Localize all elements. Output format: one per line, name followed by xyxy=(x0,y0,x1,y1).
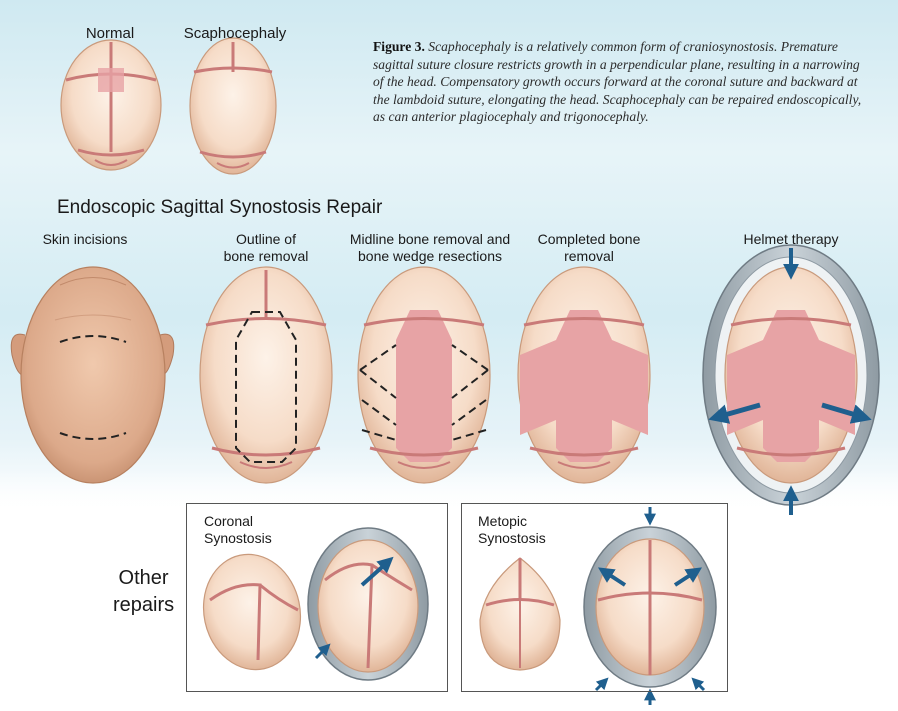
skull-midline-removal xyxy=(358,267,490,483)
skull-skin-incisions xyxy=(11,267,174,483)
step-label-skin-incisions: Skin incisions xyxy=(10,231,160,248)
label-coronal: Coronal Synostosis xyxy=(204,513,294,547)
label-normal: Normal xyxy=(60,25,160,42)
section-title: Endoscopic Sagittal Synostosis Repair xyxy=(57,197,382,219)
caption-text: Scaphocephaly is a relatively common for… xyxy=(373,39,861,124)
skull-normal xyxy=(61,40,161,170)
skull-outline-removal xyxy=(200,267,332,483)
skull-helmet-therapy xyxy=(703,245,879,515)
figure-caption: Figure 3. Scaphocephaly is a relatively … xyxy=(373,38,863,126)
label-scaphocephaly: Scaphocephaly xyxy=(170,25,300,42)
step-label-helmet: Helmet therapy xyxy=(721,231,861,248)
label-metopic: Metopic Synostosis xyxy=(478,513,568,547)
skull-scaphocephaly xyxy=(190,38,276,174)
skull-completed-removal xyxy=(518,267,650,483)
caption-figure-label: Figure 3. xyxy=(373,39,425,54)
step-label-outline: Outline of bone removal xyxy=(196,231,336,265)
label-other-repairs: Other repairs xyxy=(113,565,174,619)
step-label-midline: Midline bone removal and bone wedge rese… xyxy=(340,231,520,265)
step-label-completed: Completed bone removal xyxy=(524,231,654,265)
